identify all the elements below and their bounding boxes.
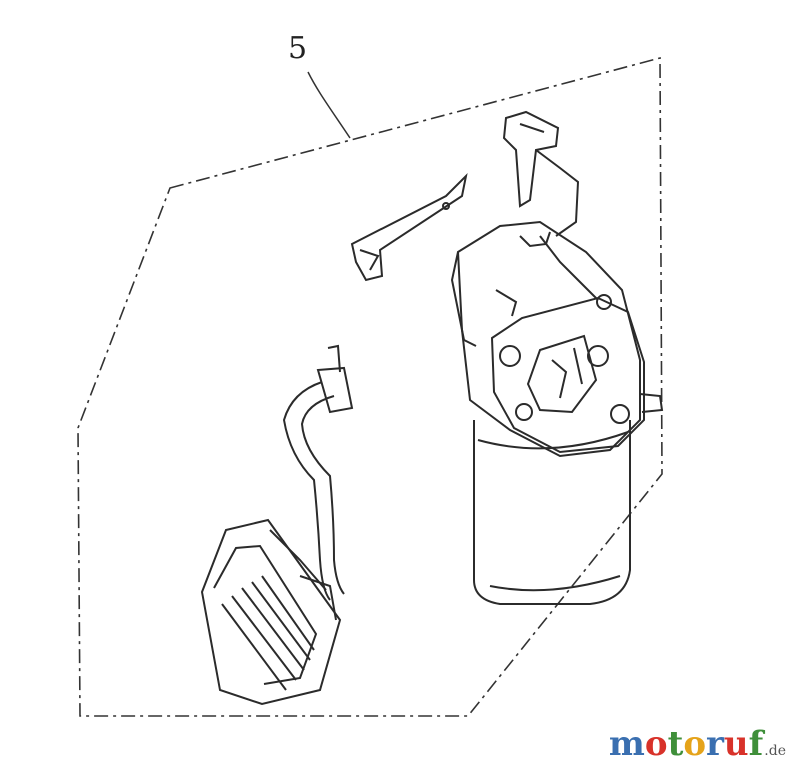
logo-letter: u (723, 724, 749, 764)
logo-letter: r (706, 724, 724, 764)
callout-number: 5 (288, 31, 308, 66)
logo-letter: f (748, 724, 764, 764)
logo-letter: o (644, 724, 668, 764)
assembly-boundary (77, 56, 663, 717)
carburetor-part (450, 110, 664, 605)
callout-leader (307, 71, 351, 139)
intake-filter-part (200, 518, 342, 706)
choke-lever-part (350, 172, 468, 282)
logo-letter: m (608, 724, 645, 764)
watermark-logo: motoruf.de (609, 727, 786, 761)
logo-letter: o (683, 724, 706, 764)
logo-letter: t (667, 724, 684, 764)
fuel-pipe-part (282, 344, 354, 601)
logo-suffix: .de (764, 743, 786, 759)
